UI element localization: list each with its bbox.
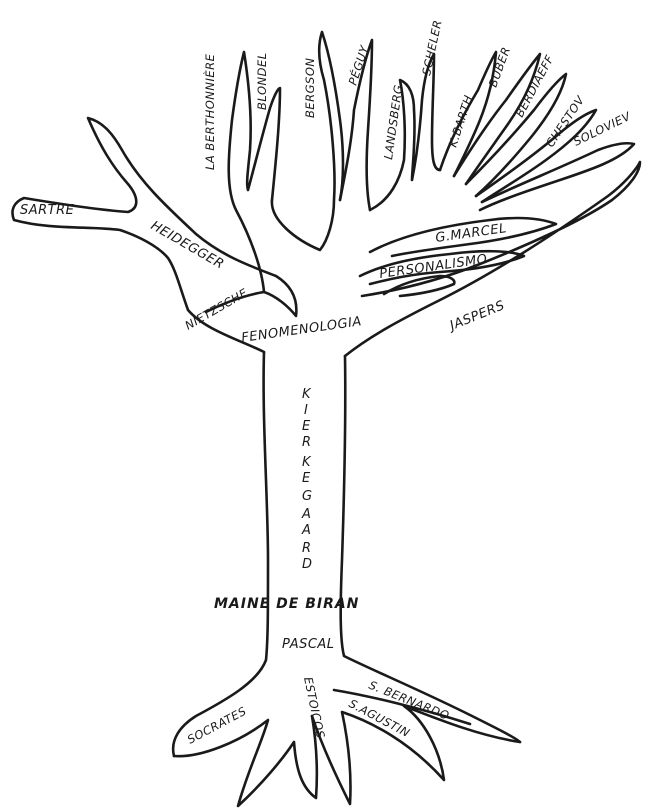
trunk-right-edge	[341, 356, 520, 742]
label-sartre: SARTRE	[20, 203, 75, 218]
label-jaspers: JASPERS	[445, 298, 507, 335]
label-kierkegaard-letter: R	[302, 541, 312, 556]
label-bergson: BERGSON	[303, 57, 317, 118]
label-kierkegaard-letter: R	[302, 435, 312, 450]
label-kierkegaard-letter: A	[301, 507, 311, 522]
label-maine-de-biran: MAINE DE BIRAN	[214, 596, 359, 612]
tree-labels: SARTRE HEIDEGGER NIETZSCHE FENOMENOLOGIA…	[20, 19, 633, 747]
label-la-berthonniere: LA BERTHONNIÈRE	[202, 53, 217, 170]
label-kierkegaard-letter: G	[302, 489, 313, 504]
label-socrates: SOCRATES	[185, 704, 249, 747]
branch-jaspers	[345, 162, 640, 356]
label-blondel: BLONDEL	[255, 52, 269, 110]
label-fenomenologia: FENOMENOLOGIA	[240, 314, 362, 346]
label-kierkegaard-letter: D	[302, 557, 313, 572]
label-kierkegaard-letter: I	[304, 403, 308, 418]
label-kierkegaard-letter: A	[301, 523, 311, 538]
label-kierkegaard-letter: E	[302, 471, 311, 486]
tree-trunk	[173, 352, 520, 756]
root-estoicos	[312, 706, 520, 804]
label-kierkegaard-letter: K	[302, 455, 312, 470]
label-g-marcel: G.MARCEL	[434, 221, 507, 246]
label-pascal: PASCAL	[282, 637, 335, 652]
label-nietzsche: NIETZSCHE	[183, 285, 251, 332]
label-kierkegaard-letter: K	[302, 387, 312, 402]
crown-branch-landsberg	[370, 54, 440, 210]
label-kierkegaard: K I E R K E G A A R D	[301, 387, 313, 572]
label-landsberg: LANDSBERG	[381, 84, 405, 161]
right-branches	[345, 162, 640, 356]
label-peguy: PÉGUY	[345, 43, 372, 87]
label-scheler: SCHELER	[419, 19, 444, 77]
trunk-left-edge	[173, 352, 268, 756]
label-kierkegaard-letter: E	[302, 419, 311, 434]
label-estoicos: ESTOICOS	[301, 676, 328, 740]
label-buber: BUBER	[486, 45, 514, 89]
